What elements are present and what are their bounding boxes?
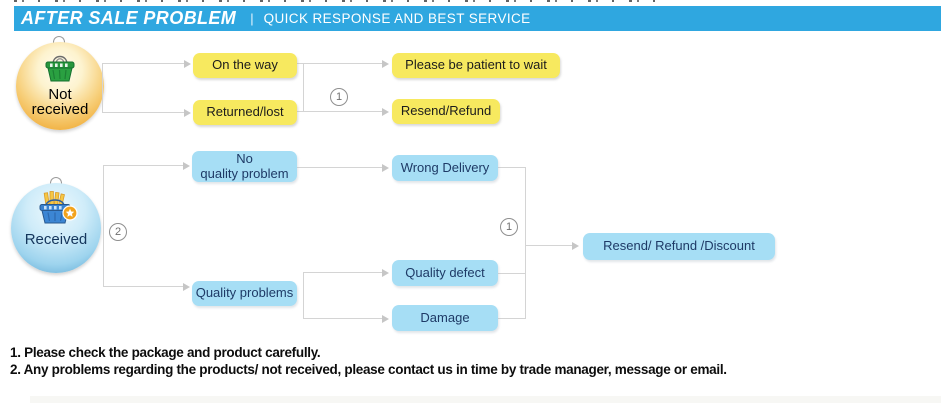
node-resend-refund-discount: Resend/ Refund /Discount [583,233,775,260]
received-node: Received [11,183,101,273]
connector-line [498,167,525,168]
banner: AFTER SALE PROBLEM | QUICK RESPONSE AND … [14,6,941,31]
cropped-text-strip [14,0,664,2]
arrowhead-icon [382,268,389,277]
branch-marker-1: 1 [330,88,348,106]
connector-line [102,63,103,113]
node-damage: Damage [392,305,498,331]
arrowhead-icon [382,59,389,68]
connector-line [102,63,186,64]
connector-line [303,272,384,273]
connector-line [103,286,185,287]
connector-line [297,167,384,168]
node-please-wait: Please be patient to wait [392,53,560,78]
arrowhead-icon [183,282,190,291]
arrowhead-icon [572,241,579,250]
green-basket-icon [42,51,78,87]
banner-title: AFTER SALE PROBLEM [21,8,237,28]
node-resend-refund: Resend/Refund [392,99,500,124]
connector-line [103,165,185,166]
connector-line [498,318,525,319]
received-label: Received [24,231,88,248]
connector-line [525,167,526,319]
blue-basket-icon [33,190,79,231]
tag-loop-icon [50,177,62,185]
node-no-quality-problem: No quality problem [192,151,297,182]
node-quality-problems: Quality problems [192,281,297,306]
connector-line [297,111,384,112]
banner-subtitle: QUICK RESPONSE AND BEST SERVICE [263,11,531,26]
connector-line [102,112,186,113]
not-received-node: Not received [16,42,104,130]
node-wrong-delivery: Wrong Delivery [392,155,498,181]
arrowhead-icon [183,161,190,170]
connector-line [303,272,304,319]
arrowhead-icon [382,107,389,116]
node-on-the-way: On the way [193,53,297,78]
merge-marker-1: 1 [500,218,518,236]
node-returned-lost: Returned/lost [193,100,297,125]
tag-loop-icon [53,36,65,44]
connector-line [498,273,525,274]
not-received-label: Not received [31,86,89,119]
note-line-1: 1. Please check the package and product … [10,345,321,360]
arrowhead-icon [382,314,389,323]
arrowhead-icon [382,163,389,172]
arrowhead-icon [184,59,191,68]
connector-line [103,165,104,287]
connector-line [303,63,304,112]
note-line-2: 2. Any problems regarding the products/ … [10,362,727,377]
branch-marker-2: 2 [109,223,127,241]
connector-line [525,245,574,246]
connector-line [303,318,384,319]
connector-line [297,63,384,64]
next-section-strip [30,396,941,403]
node-quality-defect: Quality defect [392,260,498,286]
arrowhead-icon [184,108,191,117]
banner-divider: | [250,11,254,26]
